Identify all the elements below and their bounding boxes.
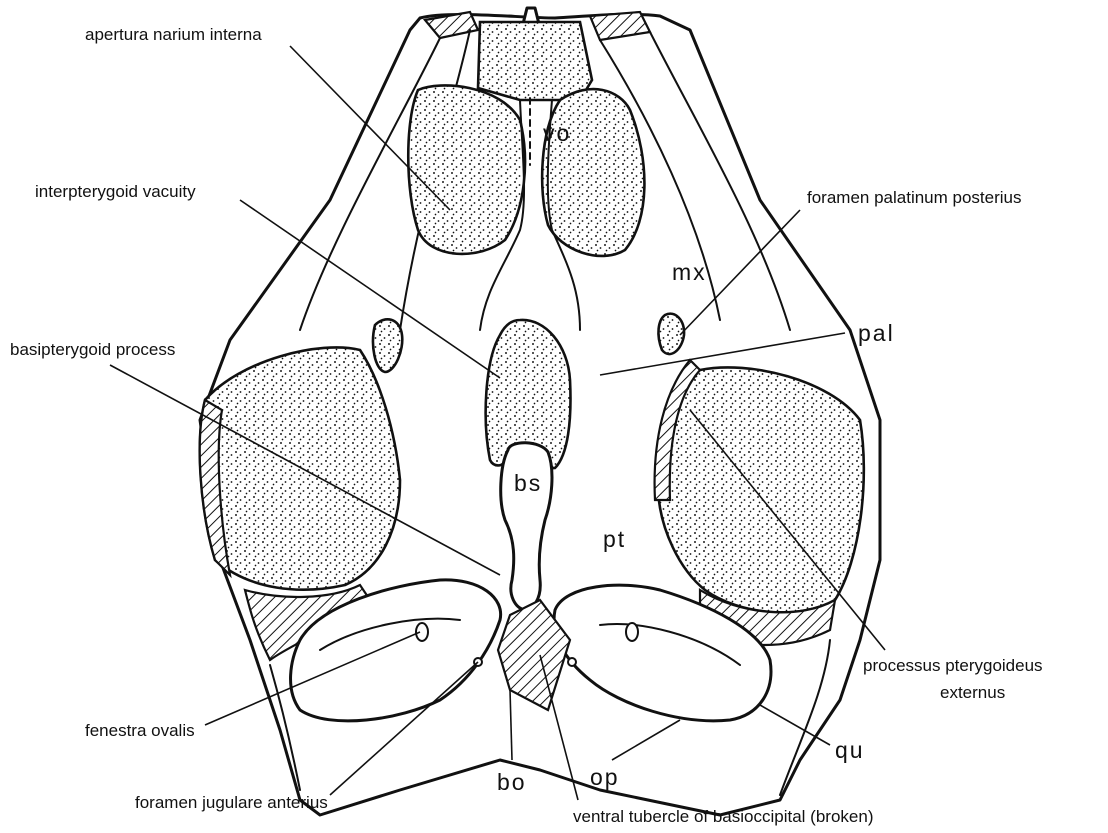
label-externus: externus [940,683,1005,702]
label-processus-pterygoideus: processus pterygoideus [863,656,1043,675]
abbr-mx: mx [672,259,707,285]
abbr-pal: pal [858,320,895,346]
label-foramen-jugulare-anterius: foramen jugulare anterius [135,793,328,812]
label-apertura-narium-interna: apertura narium interna [85,25,262,44]
label-foramen-palatinum-posterius: foramen palatinum posterius [807,188,1022,207]
label-ventral-tubercle: ventral tubercle of basioccipital (broke… [573,807,873,826]
right-choana [542,89,644,256]
abbr-qu: qu [835,737,865,763]
abbr-pt: pt [603,526,626,552]
label-fenestra-ovalis: fenestra ovalis [85,721,195,740]
label-interpterygoid-vacuity: interpterygoid vacuity [35,182,196,201]
left-choana [408,85,525,253]
right-fenestra-ovalis [626,623,638,641]
right-jugular-foramen [568,658,576,666]
abbr-bs: bs [514,470,542,496]
abbr-bo: bo [497,769,527,795]
label-basipterygoid-process: basipterygoid process [10,340,175,359]
left-fenestra-ovalis [416,623,428,641]
premaxilla-region [478,22,592,100]
left-subtemporal-fenestra [200,347,400,589]
abbr-vo: vo [543,120,571,146]
abbr-op: op [590,764,620,790]
